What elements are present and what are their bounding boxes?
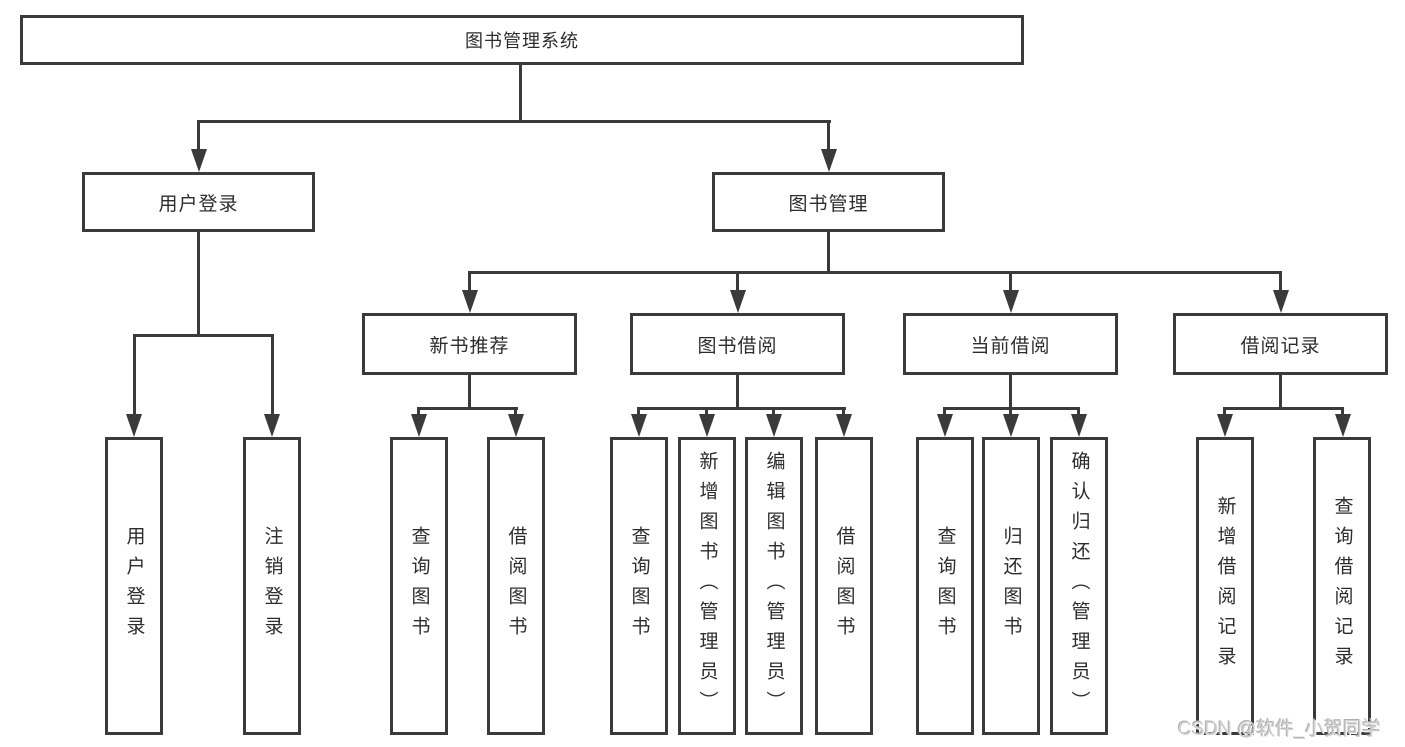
arrowhead-down-icon: [264, 414, 280, 437]
connector-line: [519, 65, 522, 123]
leaf-add-books-admin: 新增图书（管理员）: [678, 437, 736, 735]
connector-line: [705, 408, 708, 416]
node-current-borrowing: 当前借阅: [903, 313, 1118, 375]
connector-line: [637, 408, 640, 416]
connector-line: [468, 375, 471, 409]
arrowhead-down-icon: [1216, 414, 1233, 437]
connector-line: [468, 272, 471, 291]
node-new-book-recommend: 新书推荐: [362, 313, 577, 375]
connector-line: [132, 335, 136, 415]
connector-line: [270, 335, 274, 415]
leaf-confirm-return-admin: 确认归还（管理员）: [1050, 437, 1108, 735]
node-label: 查询图书: [408, 526, 430, 646]
node-label: 借阅记录: [1240, 335, 1321, 357]
node-label: 借阅图书: [833, 526, 855, 646]
node-library-management-system: 图书管理系统: [20, 15, 1024, 65]
node-label: 用户登录: [158, 193, 239, 215]
connector-line: [514, 408, 517, 416]
arrowhead-down-icon: [461, 290, 478, 313]
connector-line: [827, 121, 830, 152]
node-label: 注销登录: [261, 526, 283, 646]
leaf-borrow-books-recommend: 借阅图书: [487, 437, 545, 735]
connector-line: [468, 271, 1282, 274]
connector-line: [1279, 375, 1282, 409]
leaf-query-books-current: 查询图书: [916, 437, 974, 735]
connector-line: [1223, 408, 1226, 416]
connector-line: [197, 121, 200, 152]
connector-line: [736, 375, 739, 409]
node-label: 图书管理系统: [465, 31, 579, 51]
node-label: 确认归还（管理员）: [1068, 451, 1090, 721]
leaf-query-books-recommend: 查询图书: [390, 437, 448, 735]
connector-line: [1341, 408, 1344, 416]
connector-line: [1077, 408, 1080, 416]
connector-line: [417, 408, 420, 416]
connector-line: [842, 408, 845, 416]
connector-line: [132, 334, 274, 337]
node-label: 编辑图书（管理员）: [763, 451, 785, 721]
node-label: 新书推荐: [429, 335, 510, 357]
arrowhead-down-icon: [936, 414, 953, 437]
connector-line: [827, 232, 830, 273]
connector-line: [1223, 407, 1344, 410]
leaf-borrow-books: 借阅图书: [815, 437, 873, 735]
node-borrowing-records: 借阅记录: [1173, 313, 1388, 375]
arrowhead-down-icon: [1334, 414, 1351, 437]
node-label: 图书管理: [788, 193, 869, 215]
connector-line: [1279, 272, 1282, 291]
connector-line: [1009, 408, 1012, 416]
arrowhead-down-icon: [507, 414, 524, 437]
leaf-add-borrow-record: 新增借阅记录: [1196, 437, 1254, 735]
arrowhead-down-icon: [1002, 290, 1019, 313]
arrowhead-down-icon: [1002, 414, 1019, 437]
node-label: 图书借阅: [697, 335, 778, 357]
leaf-logout: 注销登录: [243, 437, 301, 735]
node-label: 归还图书: [1000, 526, 1022, 646]
node-label: 新增图书（管理员）: [696, 451, 718, 721]
arrowhead-down-icon: [820, 149, 837, 172]
leaf-edit-books-admin: 编辑图书（管理员）: [745, 437, 803, 735]
node-label: 用户登录: [123, 526, 145, 646]
node-user-login-module: 用户登录: [82, 172, 315, 232]
arrowhead-down-icon: [1272, 290, 1289, 313]
connector-line: [197, 120, 831, 123]
node-label: 借阅图书: [505, 526, 527, 646]
connector-line: [197, 232, 200, 336]
connector-line: [1009, 375, 1012, 409]
node-book-borrowing: 图书借阅: [630, 313, 845, 375]
arrowhead-down-icon: [126, 414, 142, 437]
arrowhead-down-icon: [835, 414, 852, 437]
csdn-watermark: CSDN @软件_小贺同学: [1178, 719, 1381, 740]
leaf-query-books-borrow: 查询图书: [610, 437, 668, 735]
connector-line: [417, 407, 518, 410]
arrowhead-down-icon: [729, 290, 746, 313]
arrowhead-down-icon: [1070, 414, 1087, 437]
connector-line: [772, 408, 775, 416]
node-label: 查询图书: [628, 526, 650, 646]
arrowhead-down-icon: [630, 414, 647, 437]
connector-line: [943, 408, 946, 416]
node-label: 查询图书: [934, 526, 956, 646]
leaf-user-login: 用户登录: [105, 437, 163, 735]
connector-line: [736, 272, 739, 291]
node-label: 新增借阅记录: [1214, 496, 1236, 676]
arrowhead-down-icon: [410, 414, 427, 437]
connector-line: [637, 407, 846, 410]
arrowhead-down-icon: [190, 149, 207, 172]
leaf-return-books: 归还图书: [982, 437, 1040, 735]
node-book-management-module: 图书管理: [712, 172, 945, 232]
arrowhead-down-icon: [698, 414, 715, 437]
connector-line: [1009, 272, 1012, 291]
node-label: 当前借阅: [970, 335, 1051, 357]
leaf-query-borrow-record: 查询借阅记录: [1313, 437, 1371, 735]
node-label: 查询借阅记录: [1331, 496, 1353, 676]
arrowhead-down-icon: [765, 414, 782, 437]
